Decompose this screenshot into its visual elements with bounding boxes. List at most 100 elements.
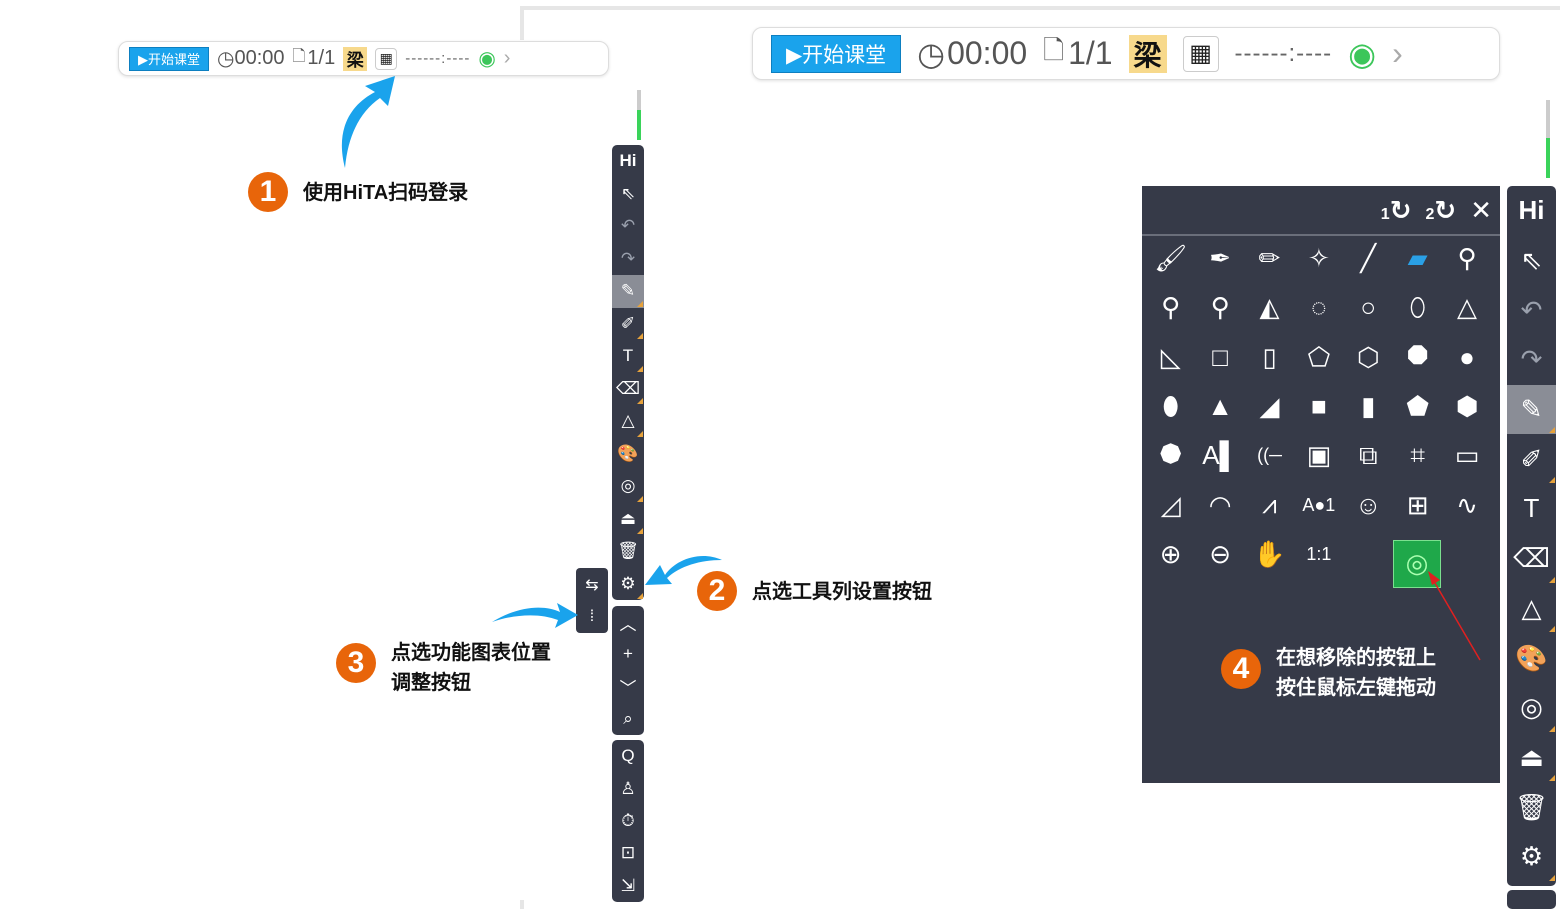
tool-emoji[interactable]: ☺ (1344, 480, 1393, 529)
toolbar-quiz-button[interactable]: Q (612, 740, 644, 772)
reset-layout-1-button[interactable]: 1↻ (1380, 194, 1412, 225)
zoom-out-icon: ⊖ (1209, 538, 1231, 569)
chevron-right-icon[interactable]: › (1392, 35, 1403, 71)
toolbar-pen-button[interactable]: ✎ (612, 275, 644, 308)
toolbar-redo-button[interactable]: ↷ (612, 243, 644, 276)
toolbar-trash-button[interactable]: 🗑 (1507, 782, 1556, 832)
toolbar-exit-button[interactable]: ⇲ (612, 870, 644, 902)
tool-circle[interactable]: ○ (1344, 283, 1393, 332)
tool-add-window[interactable]: ⊞ (1393, 480, 1442, 529)
toolbar-page-up-button[interactable]: ︿ (612, 606, 644, 638)
scrollbar[interactable] (637, 90, 641, 140)
swap-position-icon[interactable]: ⇆ (585, 576, 599, 594)
toolbar-shapes-button[interactable]: △ (612, 405, 644, 438)
tool-triangle[interactable]: △ (1442, 283, 1491, 332)
toolbar-stopwatch-button[interactable]: ⏱ (612, 805, 644, 837)
adjust-position-icon[interactable]: ⁞ (589, 608, 595, 626)
toolbar-select-cursor-button[interactable]: ⇖ (612, 178, 644, 211)
tool-set-square[interactable]: ◿ (1146, 480, 1195, 529)
tool-large-circle-eraser[interactable]: ⚲ (1195, 283, 1244, 332)
tool-rectangle[interactable]: ▯ (1245, 333, 1294, 382)
tool-filled-pentagon[interactable]: ⬟ (1393, 382, 1442, 431)
toolbar-select-cursor-button[interactable]: ⇖ (1507, 236, 1556, 286)
close-icon[interactable]: ✕ (1470, 194, 1492, 225)
tool-numbering[interactable]: A●1 (1294, 480, 1343, 529)
arrow-3 (492, 603, 578, 628)
qr-code-icon[interactable]: ▦ (375, 47, 398, 70)
tool-area-eraser[interactable]: ◭ (1245, 283, 1294, 332)
tool-filled-ellipse[interactable]: ⬮ (1146, 382, 1195, 431)
tool-pentagon[interactable]: ⬠ (1294, 333, 1343, 382)
palette-icon: 🎨 (1515, 642, 1548, 673)
tool-zoom-in[interactable]: ⊕ (1146, 530, 1195, 579)
toolbar-camera-button[interactable]: ◎ (1507, 683, 1556, 733)
toolbar-zoom-button[interactable]: ⌕ (612, 703, 644, 735)
tool-brush[interactable]: 🖌 (1146, 234, 1195, 283)
tool-actual-size[interactable]: 1:1 (1294, 530, 1343, 579)
scrollbar[interactable] (1546, 100, 1550, 178)
toolbar-highlighter-button[interactable]: ✐ (612, 308, 644, 341)
toolbar-eraser-button[interactable]: ⌫ (1507, 534, 1556, 584)
toolbar-ink-bottle-button[interactable]: ⏏ (612, 503, 644, 536)
user-badge[interactable]: 梁 (343, 46, 368, 71)
tool-ruler[interactable]: ▭ (1442, 431, 1491, 480)
tool-hand[interactable]: ✋ (1245, 530, 1294, 579)
tool-filled-square[interactable]: ■ (1294, 382, 1343, 431)
toolbar-settings-button[interactable]: ⚙ (612, 568, 644, 601)
tool-filled-rectangle[interactable]: ▮ (1344, 382, 1393, 431)
toolbar-palette-button[interactable]: 🎨 (612, 438, 644, 471)
tool-laser-pointer[interactable]: ✧ (1294, 234, 1343, 283)
toolbar-ink-bottle-button[interactable]: ⏏ (1507, 733, 1556, 783)
tool-broadcast[interactable]: ((─ (1245, 431, 1294, 480)
toolbar-trash-button[interactable]: 🗑 (612, 535, 644, 568)
toolbar-eraser-button[interactable]: ⌫ (612, 373, 644, 406)
tool-card[interactable]: ▣ (1294, 431, 1343, 480)
start-class-button[interactable]: ▶开始课堂 (771, 34, 902, 73)
toolbar-text-box-button[interactable]: ⊡ (612, 837, 644, 869)
toolbar-student-button[interactable]: ♙ (612, 772, 644, 804)
tool-line[interactable]: ╱ (1344, 234, 1393, 283)
chevron-right-icon[interactable]: › (503, 47, 511, 69)
tool-function-graph[interactable]: ∿ (1442, 480, 1491, 529)
tool-filled-hexagon[interactable]: ⬢ (1442, 382, 1491, 431)
tool-hexagon[interactable]: ⬡ (1344, 333, 1393, 382)
tool-lasso-eraser[interactable]: ◌ (1294, 283, 1343, 332)
toolbar-highlighter-button[interactable]: ✐ (1507, 434, 1556, 484)
toolbar-settings-button[interactable]: ⚙ (1507, 832, 1556, 882)
toolbar-undo-button[interactable]: ↶ (612, 210, 644, 243)
toolbar-undo-button[interactable]: ↶ (1507, 285, 1556, 335)
tool-ellipse[interactable]: ⬯ (1393, 283, 1442, 332)
screenshot-icon: ⧉ (1358, 439, 1378, 470)
tool-filled-circle[interactable]: ● (1442, 333, 1491, 382)
toolbar-palette-button[interactable]: 🎨 (1507, 633, 1556, 683)
tool-octagon[interactable]: ⯃ (1393, 333, 1442, 382)
tool-crop[interactable]: ⌗ (1393, 431, 1442, 480)
toolbar-camera-button[interactable]: ◎ (612, 470, 644, 503)
toolbar-add-page-button[interactable]: + (612, 638, 644, 670)
tool-zoom-out[interactable]: ⊖ (1195, 530, 1244, 579)
tool-compass[interactable]: ⩘ (1245, 480, 1294, 529)
toolbar-shapes-button[interactable]: △ (1507, 584, 1556, 634)
tool-small-eraser[interactable]: ⚲ (1442, 234, 1491, 283)
tool-screenshot[interactable]: ⧉ (1344, 431, 1393, 480)
tool-text-style[interactable]: A▌ (1195, 431, 1244, 480)
toolbar-redo-button[interactable]: ↷ (1507, 335, 1556, 385)
tool-protractor[interactable]: ◠ (1195, 480, 1244, 529)
tool-filled-right-triangle[interactable]: ◢ (1245, 382, 1294, 431)
qr-code-icon[interactable]: ▦ (1182, 35, 1219, 72)
tool-eraser[interactable]: ▰ (1393, 234, 1442, 283)
reset-layout-2-button[interactable]: 2↻ (1425, 194, 1457, 225)
toolbar-page-down-button[interactable]: ﹀ (612, 671, 644, 703)
toolbar-text-button[interactable]: T (612, 340, 644, 373)
toolbar-pen-button[interactable]: ✎ (1507, 384, 1556, 435)
start-class-button[interactable]: ▶开始课堂 (129, 46, 209, 71)
tool-right-triangle[interactable]: ◺ (1146, 333, 1195, 382)
tool-square[interactable]: □ (1195, 333, 1244, 382)
tool-filled-triangle[interactable]: ▲ (1195, 382, 1244, 431)
toolbar-text-button[interactable]: T (1507, 484, 1556, 534)
user-badge[interactable]: 梁 (1128, 34, 1167, 73)
tool-pen-nib[interactable]: ✒ (1195, 234, 1244, 283)
tool-marker[interactable]: ✏ (1245, 234, 1294, 283)
tool-filled-octagon[interactable]: ⯄ (1146, 431, 1195, 480)
tool-circle-eraser[interactable]: ⚲ (1146, 283, 1195, 332)
